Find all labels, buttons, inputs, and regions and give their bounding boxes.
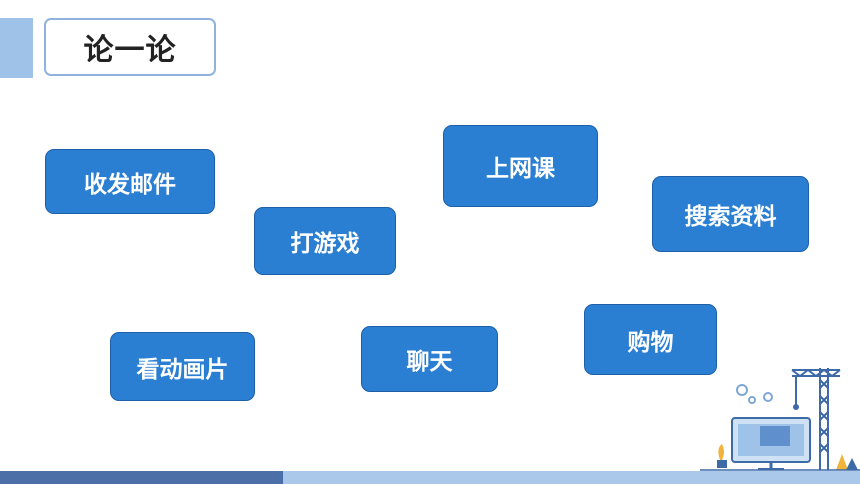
topic-chat-button[interactable]: 聊天 [361, 326, 498, 392]
topic-search-button[interactable]: 搜索资料 [652, 176, 809, 252]
topic-shopping-button[interactable]: 购物 [584, 304, 717, 375]
footer-bar-light [283, 471, 860, 484]
topic-online-class-button[interactable]: 上网课 [443, 125, 598, 207]
topic-game-button[interactable]: 打游戏 [254, 207, 396, 275]
title-box: 论一论 [44, 18, 216, 76]
page-title: 论一论 [83, 33, 177, 68]
topic-cartoon-button[interactable]: 看动画片 [110, 332, 255, 401]
topic-email-button[interactable]: 收发邮件 [45, 149, 215, 214]
computer-construction-icon [700, 368, 860, 471]
footer-bar-dark [0, 471, 283, 484]
left-accent-bar [0, 18, 33, 78]
